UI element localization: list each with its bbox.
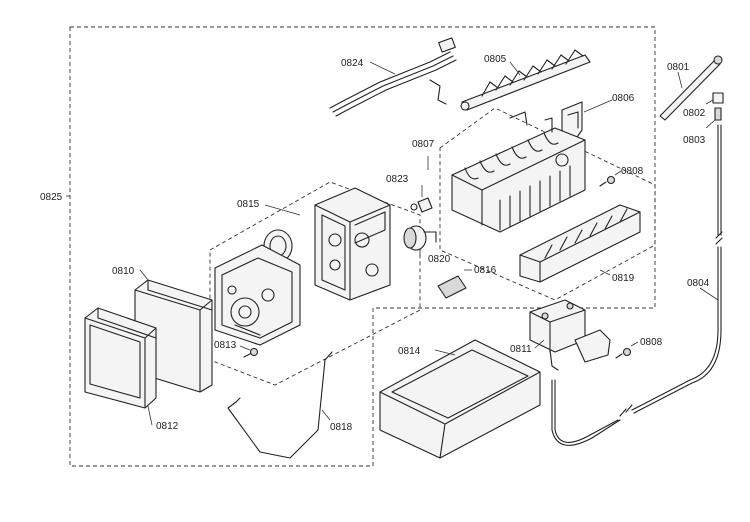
- label-0816: 0816: [474, 265, 497, 276]
- leader-0824: [369, 61, 396, 75]
- label-0815: 0815: [237, 199, 260, 210]
- leader-0803: [705, 119, 716, 129]
- leader-0801: [677, 71, 683, 89]
- coupler[interactable]: [403, 225, 437, 251]
- ice-mold[interactable]: [451, 111, 586, 233]
- label-0807: 0807: [412, 139, 435, 150]
- leader-0805: [509, 61, 521, 76]
- clip[interactable]: [410, 197, 433, 213]
- leader-0819: [599, 269, 611, 276]
- assembly-boundary: [69, 26, 656, 467]
- leader-0802: [705, 99, 714, 105]
- label-0811: 0811: [510, 344, 532, 355]
- leader-0813: [239, 345, 251, 351]
- ejector-rake[interactable]: [460, 49, 591, 111]
- screw-lower[interactable]: [615, 347, 632, 359]
- leader-0806: [583, 99, 613, 113]
- nut[interactable]: [712, 92, 724, 104]
- leader-0815: [264, 204, 301, 216]
- shutoff-arm[interactable]: [561, 101, 583, 141]
- label-0823: 0823: [386, 174, 409, 185]
- bracket[interactable]: [437, 275, 467, 299]
- leader-0808a: [614, 170, 622, 176]
- fill-tube[interactable]: [659, 55, 723, 121]
- stripper[interactable]: [519, 204, 641, 283]
- label-0804: 0804: [687, 278, 710, 289]
- leader-0810: [139, 269, 149, 281]
- label-0803: 0803: [683, 135, 706, 146]
- label-0802: 0802: [683, 108, 706, 119]
- water-valve[interactable]: [529, 299, 611, 371]
- label-0808-lower: 0808: [640, 337, 663, 348]
- screw-front[interactable]: [243, 347, 259, 358]
- cover-0812[interactable]: [84, 307, 157, 409]
- label-0812: 0812: [156, 421, 179, 432]
- front-plate[interactable]: [214, 244, 301, 346]
- motor-housing[interactable]: [314, 187, 391, 301]
- label-0806: 0806: [612, 93, 635, 104]
- ice-bucket[interactable]: [379, 339, 541, 459]
- wire-arm[interactable]: [227, 351, 333, 459]
- label-0813: 0813: [214, 340, 237, 351]
- label-0825: 0825: [40, 192, 63, 203]
- leader-0808b: [630, 341, 639, 347]
- water-tube[interactable]: [551, 124, 723, 446]
- wire-harness[interactable]: [329, 37, 457, 117]
- label-0819: 0819: [612, 273, 635, 284]
- leader-0818: [321, 409, 331, 421]
- label-0814: 0814: [398, 346, 421, 357]
- sleeve[interactable]: [714, 107, 722, 121]
- label-0808-upper: 0808: [621, 166, 644, 177]
- label-0810: 0810: [112, 266, 135, 277]
- label-0820: 0820: [428, 254, 451, 265]
- leader-0811: [534, 339, 545, 349]
- label-0818: 0818: [330, 422, 353, 433]
- leader-0804: [699, 287, 719, 301]
- leader-0812: [147, 405, 153, 426]
- label-0801: 0801: [667, 62, 690, 73]
- screw-upper[interactable]: [599, 175, 616, 187]
- label-0805: 0805: [484, 54, 507, 65]
- label-0824: 0824: [341, 58, 364, 69]
- leader-0814: [434, 349, 456, 356]
